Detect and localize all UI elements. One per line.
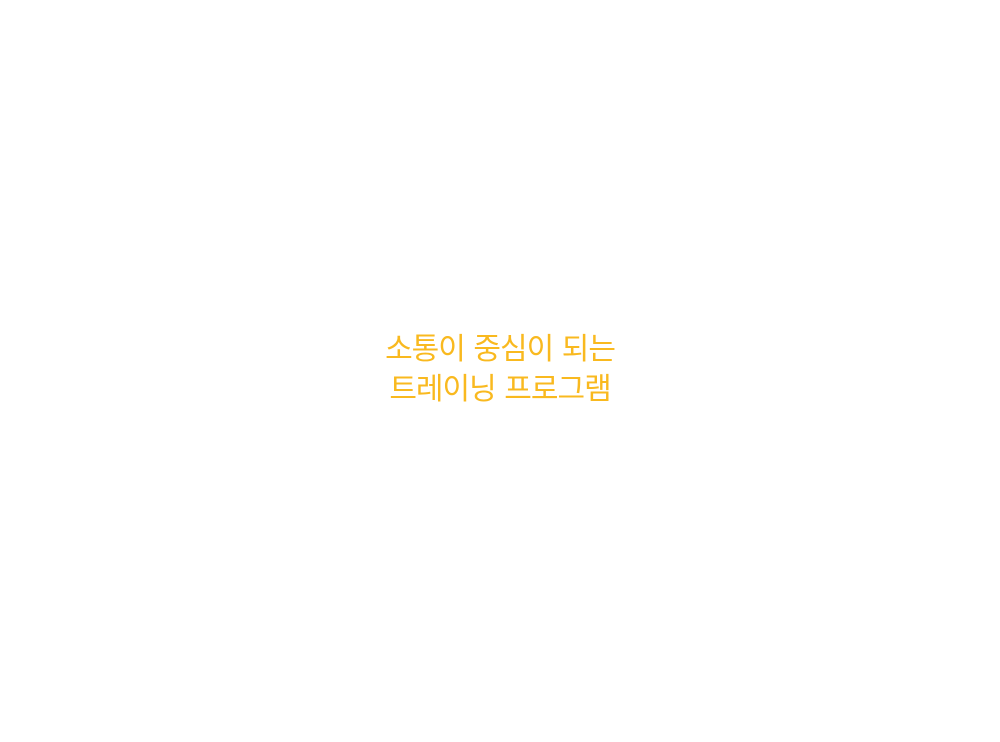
headline: 소통이 중심이 되는 트레이닝 프로그램 — [0, 330, 1000, 410]
headline-line-2: 트레이닝 프로그램 — [389, 372, 611, 407]
headline-line-1: 소통이 중심이 되는 — [385, 332, 616, 367]
